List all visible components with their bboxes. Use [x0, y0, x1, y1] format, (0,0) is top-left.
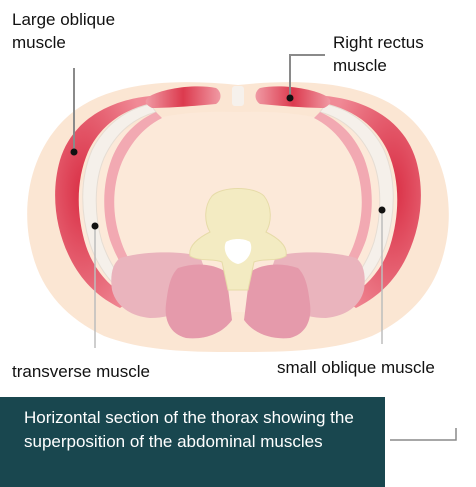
left-back-muscle-inner [166, 265, 232, 339]
label-right-rectus-muscle: Right rectus muscle [333, 31, 453, 77]
linea-alba [232, 86, 244, 106]
caption-text: Horizontal section of the thorax showing… [24, 406, 375, 454]
marker-small-oblique [379, 207, 386, 214]
caption-box: Horizontal section of the thorax showing… [0, 397, 385, 487]
right-back-muscle-inner [244, 265, 310, 339]
leader-line-caption [390, 428, 456, 440]
label-transverse-muscle: transverse muscle [12, 360, 150, 383]
marker-right-rectus [287, 95, 294, 102]
label-large-oblique-muscle: Large oblique muscle [12, 8, 172, 54]
label-small-oblique-muscle: small oblique muscle [277, 356, 435, 379]
marker-large-oblique [71, 149, 78, 156]
marker-transverse [92, 223, 99, 230]
